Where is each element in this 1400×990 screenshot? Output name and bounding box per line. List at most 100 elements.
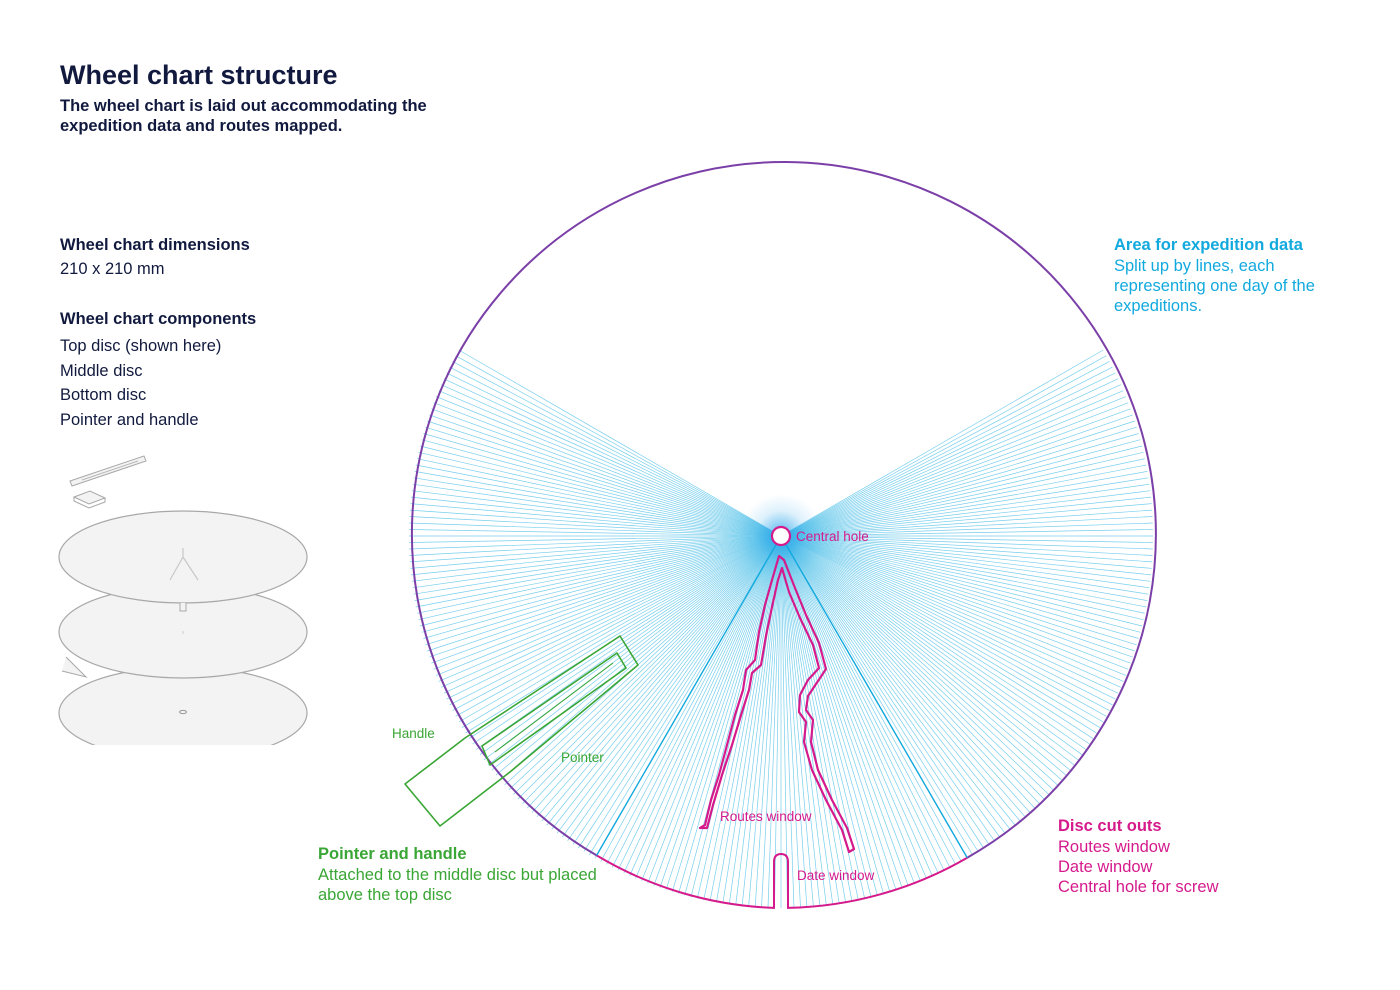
day-line: [780, 451, 1144, 537]
list-item: Date window: [1058, 858, 1153, 876]
day-line: [611, 535, 782, 868]
day-line: [429, 535, 782, 658]
day-line: [455, 355, 782, 537]
day-line: [427, 420, 782, 537]
cut-outs-heading: Disc cut outs: [1058, 817, 1162, 835]
day-line: [780, 535, 827, 906]
day-line: [499, 535, 782, 781]
day-line: [780, 490, 1151, 537]
day-line: [415, 535, 782, 608]
day-line: [659, 535, 782, 888]
day-line: [780, 535, 933, 876]
day-line: [780, 535, 1054, 790]
day-line: [414, 471, 782, 537]
day-line: [780, 529, 1153, 537]
day-line: [443, 378, 782, 537]
day-line: [589, 535, 782, 856]
day-line: [780, 535, 973, 856]
day-line: [578, 535, 782, 849]
day-line: [780, 402, 1129, 537]
day-line: [780, 535, 1031, 813]
day-line: [780, 535, 1121, 688]
day-line: [527, 535, 782, 809]
day-line: [780, 535, 1116, 700]
day-line: [513, 535, 782, 795]
day-line: [780, 535, 1045, 800]
day-line: [780, 535, 1152, 576]
day-line: [780, 535, 1079, 761]
day-line: [617, 535, 782, 871]
day-line: [641, 535, 782, 882]
day-line: [780, 516, 1153, 537]
day-line: [780, 414, 1133, 537]
day-line: [780, 535, 1058, 786]
day-line: [418, 535, 782, 621]
day-line: [411, 535, 782, 582]
day-line: [780, 477, 1149, 537]
day-line: [780, 535, 1113, 706]
day-line: [780, 390, 1124, 537]
day-line: [780, 535, 1075, 766]
pointer-handle-text: Attached to the middle disc but placed a…: [318, 866, 597, 904]
day-line: [780, 396, 1127, 537]
day-line: [780, 535, 984, 849]
day-line: [536, 535, 782, 818]
day-line: [423, 535, 782, 639]
day-line: [780, 349, 1104, 537]
day-line: [446, 372, 782, 537]
day-line: [409, 529, 782, 537]
day-line: [417, 458, 782, 537]
day-line: [780, 522, 1153, 537]
expedition-area-heading: Area for expedition data: [1114, 236, 1303, 254]
day-line: [780, 535, 1145, 614]
day-line: [780, 535, 1147, 608]
day-line: [413, 535, 782, 595]
day-line: [780, 535, 1131, 664]
components-list: Top disc (shown here) Middle disc Bottom…: [60, 334, 221, 432]
day-line: [438, 535, 782, 682]
routes-window-label: Routes window: [720, 809, 812, 824]
day-line: [410, 535, 782, 569]
day-line: [780, 535, 1094, 739]
day-line: [780, 535, 903, 888]
day-line: [421, 439, 782, 537]
day-line: [780, 535, 1063, 781]
day-line: [780, 535, 1129, 670]
day-line: [409, 535, 782, 543]
pointer-piece: [69, 455, 147, 487]
day-line: [709, 535, 782, 902]
day-line: [780, 535, 1006, 834]
day-line: [780, 535, 1127, 676]
day-line: [780, 535, 1110, 711]
day-line: [780, 535, 909, 886]
day-line: [780, 535, 1150, 589]
day-line: [780, 535, 915, 884]
day-line: [780, 535, 979, 852]
day-line: [780, 458, 1145, 537]
day-line: [449, 535, 782, 706]
day-line: [435, 535, 782, 676]
day-line: [446, 535, 782, 700]
day-line: [635, 535, 782, 879]
day-line: [531, 535, 782, 813]
day-line: [409, 522, 782, 537]
day-line: [438, 390, 782, 537]
day-line: [780, 535, 1153, 550]
sector-edge-left: [595, 535, 782, 856]
day-line: [600, 535, 782, 862]
day-line: [780, 535, 1107, 717]
components-heading: Wheel chart components: [60, 310, 257, 328]
day-line: [647, 535, 782, 884]
day-line: [780, 535, 1149, 595]
day-line: [606, 535, 782, 865]
day-line: [780, 535, 1026, 818]
day-line: [780, 535, 1124, 682]
day-line: [780, 535, 1119, 694]
day-line: [409, 535, 782, 556]
day-line: [716, 535, 782, 903]
day-line: [690, 535, 782, 898]
day-line: [780, 483, 1150, 537]
day-line: [567, 535, 782, 841]
day-line: [433, 402, 782, 537]
day-line: [623, 535, 782, 874]
